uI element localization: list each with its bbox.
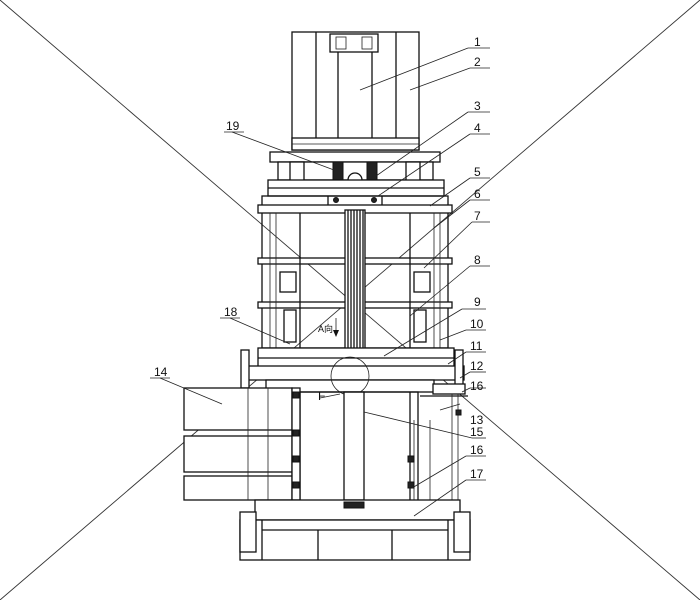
f-mark: F	[318, 389, 325, 403]
label-10: 10	[470, 317, 484, 331]
label-17: 17	[470, 467, 484, 481]
label-14: 14	[154, 365, 168, 379]
label-1: 1	[474, 35, 481, 49]
label-16: 16	[470, 443, 484, 457]
label-18: 18	[224, 305, 238, 319]
label-7: 7	[474, 209, 481, 223]
label-5: 5	[474, 165, 481, 179]
machine-base	[239, 499, 471, 561]
platen	[240, 347, 465, 396]
part-labels: 1 2 3 4 5 6 7 8 9 10 11 12 16 13 15 16 1…	[154, 35, 484, 481]
label-4: 4	[474, 121, 481, 135]
leader-lines	[150, 47, 490, 517]
cylinder-yoke	[267, 151, 445, 211]
label-15: 15	[470, 425, 484, 439]
label-12: 12	[470, 359, 484, 373]
label-16-upper: 16	[470, 379, 484, 393]
side-cylinders	[183, 387, 415, 501]
label-11: 11	[470, 339, 483, 353]
right-hinge	[420, 383, 468, 520]
label-3: 3	[474, 99, 481, 113]
label-13: 13	[470, 413, 484, 427]
label-9: 9	[474, 295, 481, 309]
a-direction-arrow: A向	[318, 318, 339, 337]
label-19: 19	[226, 119, 240, 133]
label-8: 8	[474, 253, 481, 267]
arrow-mark: A向	[318, 323, 333, 334]
top-cylinders	[291, 31, 420, 151]
label-6: 6	[474, 187, 481, 201]
label-2: 2	[474, 55, 481, 69]
